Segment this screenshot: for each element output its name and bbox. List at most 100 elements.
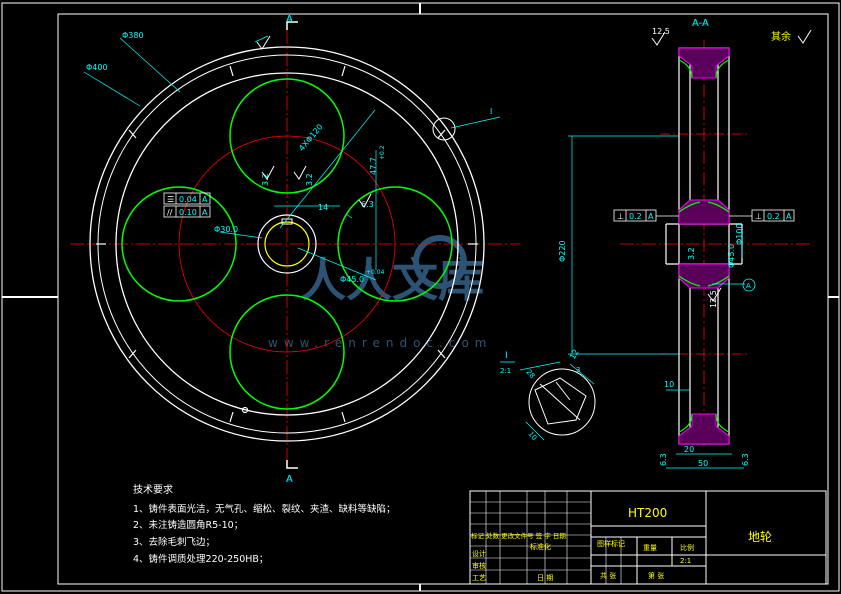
hub-outer	[257, 214, 317, 274]
roughness-symbols-front	[256, 35, 372, 208]
dim-20: 20	[684, 445, 694, 454]
dim-sym-2: 3.2	[305, 173, 314, 186]
dim-380: Φ380	[122, 31, 144, 40]
part-name: 地轮	[748, 530, 772, 544]
tolerance-frame-perp-right	[729, 209, 795, 222]
dim-14: 14	[318, 203, 328, 212]
section-title: A-A	[692, 18, 709, 29]
dim-32: 3.2	[687, 247, 696, 260]
perp-left-value: 0.2	[629, 212, 642, 221]
detail-scale: 2:1	[500, 367, 511, 375]
lightening-hole-right	[337, 186, 453, 302]
datum-symbol: A	[746, 282, 751, 290]
tol-flat-symbol: ☰	[167, 195, 174, 204]
other-surfaces-symbol	[797, 29, 812, 44]
hub-bore	[264, 221, 310, 267]
tb-header-row: 标记 处数 更改文件号 签 字 日期	[471, 531, 566, 540]
green-fillets	[678, 59, 730, 433]
watermark-text: 人人文库	[300, 253, 484, 307]
tb-design: 设计	[472, 549, 486, 558]
section-hatch	[678, 47, 730, 445]
tb-sheet-no: 第 张	[648, 571, 664, 580]
detail-geometry	[534, 377, 587, 425]
perp-left-symbol: ⊥	[617, 212, 624, 221]
tol-par-value: 0.10	[179, 208, 197, 217]
roughness-top: 12.5	[652, 27, 670, 36]
dim-100: Φ100	[735, 223, 744, 245]
other-surfaces-label: 其余	[771, 30, 791, 43]
detail-dim-a: 3	[576, 366, 580, 374]
dim-63: 6.3	[361, 200, 374, 209]
tb-review: 审核	[472, 561, 486, 570]
section-view: A-A 12.5 其余 Φ220 Φ100 Φ45.0 12 10 20 50 …	[558, 18, 812, 469]
perp-right-datum: A	[786, 212, 792, 221]
dim-keyway-tol: +0.2	[379, 145, 386, 160]
tech-requirements: 技术要求 1、铸件表面光洁，无气孔、缩松、裂纹、夹渣、缺料等缺陷； 2、未注铸造…	[133, 483, 396, 565]
watermark-url: www.renrendoc.com	[268, 336, 492, 350]
dim-4x120: 4XΦ120	[297, 122, 325, 152]
front-dimension-lines	[83, 35, 501, 281]
section-cut-marks	[286, 21, 298, 469]
tech-item-3: 3、去除毛刺飞边；	[133, 536, 215, 548]
inner-border	[57, 13, 829, 585]
section-mark-bottom: A	[286, 474, 293, 485]
dim-12: 12	[568, 348, 581, 361]
rim-inner	[115, 72, 459, 416]
roughness-mid-symbol	[707, 287, 722, 302]
detail-callout-circle	[432, 117, 456, 141]
dim-45: Φ45.0	[727, 244, 736, 268]
datum-circle	[742, 278, 756, 292]
tb-craft: 工艺	[472, 574, 486, 582]
detail-circle	[528, 368, 596, 436]
tech-heading: 技术要求	[133, 483, 173, 496]
tb-weight: 重量	[643, 544, 657, 552]
tolerance-frame-flatness	[163, 192, 211, 218]
dim-10: 10	[664, 380, 674, 389]
dim-bore-tol: +0.04	[366, 269, 385, 276]
lightening-hole-top	[229, 78, 345, 194]
tol-par-symbol: //	[167, 208, 173, 217]
rim-outer	[89, 46, 485, 442]
rim-lugs	[96, 65, 478, 423]
tb-standard: 标准化	[530, 542, 551, 551]
perp-right-value: 0.2	[767, 212, 780, 221]
title-block	[469, 490, 827, 585]
roughness-mid: 12.5	[709, 290, 718, 308]
tb-scale-label: 比例	[680, 543, 694, 552]
lightening-hole-left	[121, 186, 237, 302]
dim-400: Φ400	[86, 63, 108, 72]
tb-sheet-total: 共 张	[600, 571, 616, 580]
dim-63-right: 6.3	[741, 453, 750, 466]
tech-item-1: 1、铸件表面光洁，无气孔、缩松、裂纹、夹渣、缺料等缺陷；	[133, 503, 396, 515]
detail-dim-28: 28	[524, 368, 536, 380]
watermark: 人人文库 www.renrendoc.com	[268, 235, 492, 350]
tech-item-4: 4、铸件调质处理220-250HB；	[133, 553, 268, 565]
detail-title: I	[505, 351, 508, 361]
tol-par-datum: A	[202, 208, 208, 217]
dim-220: Φ220	[558, 240, 567, 262]
dim-50: 50	[698, 459, 708, 468]
dim-hole: Φ30.0	[214, 225, 238, 234]
material-label: HT200	[628, 506, 667, 520]
centering-marks	[2, 3, 839, 591]
dim-63-left: 6.3	[659, 453, 668, 466]
lightening-hole-bottom	[229, 294, 345, 410]
section-mark-top: A	[286, 14, 293, 25]
detail-ref-label: I	[490, 107, 492, 116]
roughness-top-symbol	[651, 31, 666, 46]
front-view: A A Φ380 Φ400 4XΦ120 Φ30.0 14 Φ45.0 +0.0…	[70, 14, 520, 485]
tolerance-frame-perp-left	[613, 209, 679, 222]
perp-right-symbol: ⊥	[755, 212, 762, 221]
dim-sym-1: 3.2	[261, 173, 270, 186]
section-dimension-lines	[568, 135, 745, 469]
tb-scale: 2:1	[680, 557, 691, 565]
tb-date: 日 期	[537, 574, 553, 582]
detail-view: I 2:1 28 3 10	[500, 351, 596, 442]
pitch-circle	[178, 135, 396, 353]
dim-keyway: 47.7	[369, 157, 378, 175]
tol-flat-datum: A	[202, 195, 208, 204]
detail-dim-b: 10	[526, 430, 538, 442]
dim-bore: Φ45.0	[340, 275, 364, 284]
tech-item-2: 2、未注铸造圆角R5-10；	[133, 519, 243, 531]
